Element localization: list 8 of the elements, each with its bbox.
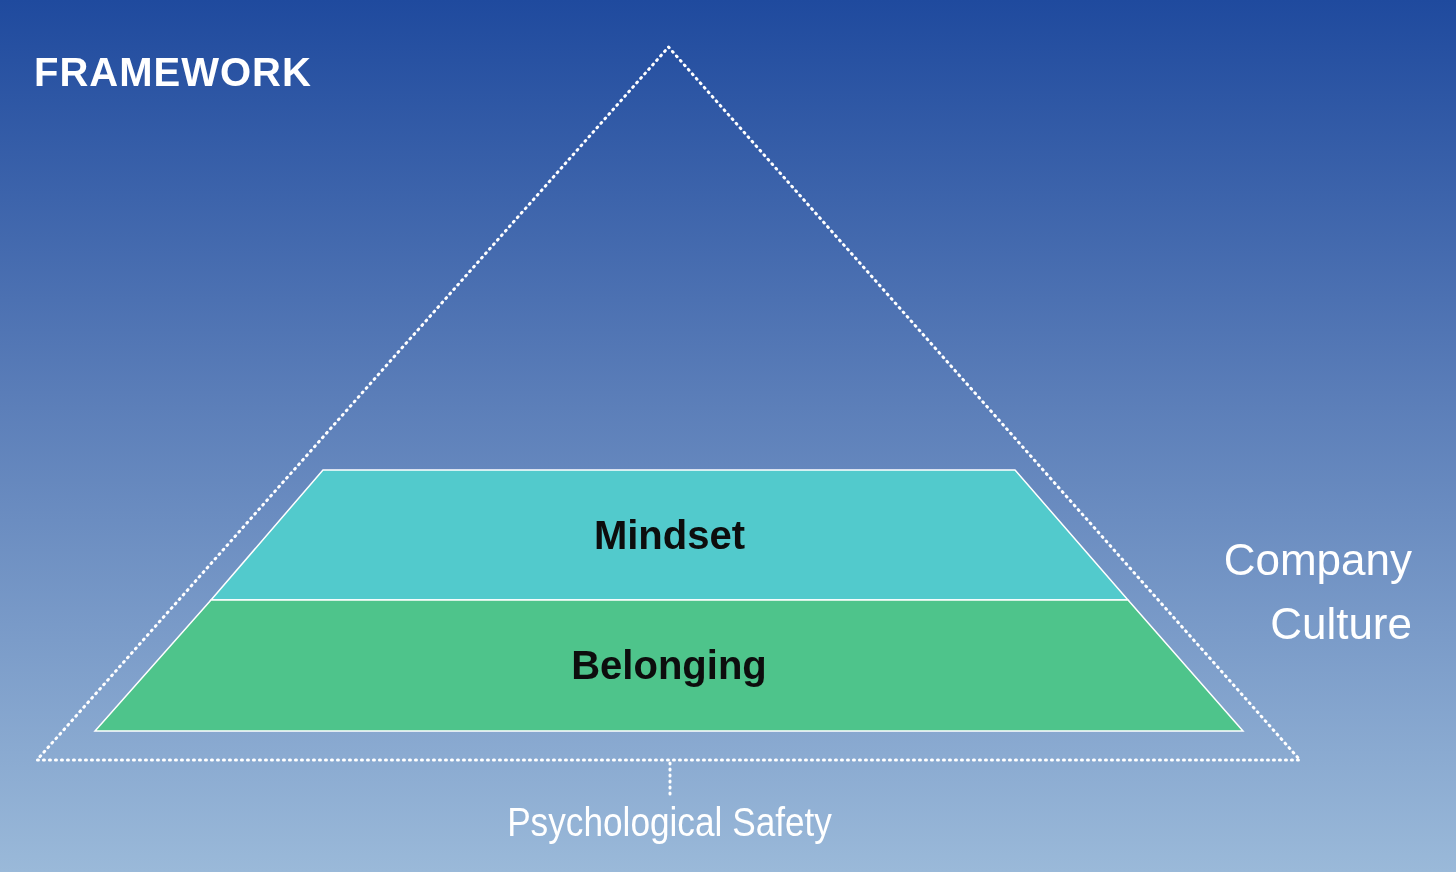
trapezoid-layer [95,600,1243,731]
side-label: Company Culture [1222,534,1412,650]
title: FRAMEWORK [34,50,312,95]
layer-label: Mindset [593,512,746,558]
trapezoid-layer [211,470,1128,600]
layer-label: Belonging [571,643,767,688]
leader-line [668,761,672,796]
caption-text: Psychological Safety [505,796,835,848]
